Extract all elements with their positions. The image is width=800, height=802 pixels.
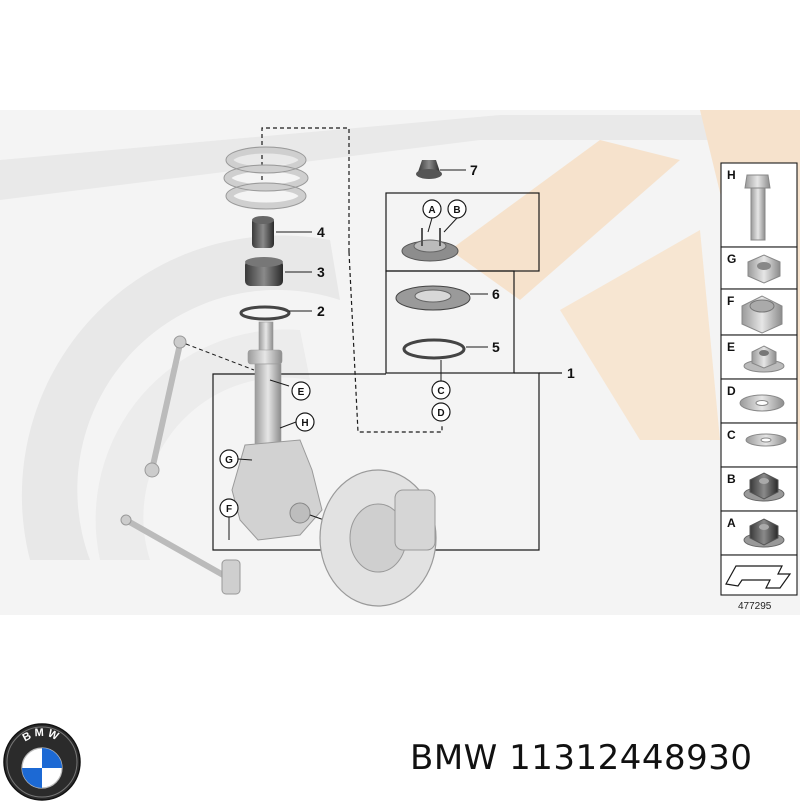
coil-spring-outline — [223, 146, 309, 210]
nut-f-icon — [741, 295, 783, 334]
part-label-5: 5 — [492, 339, 500, 355]
side-label-a: A — [727, 516, 736, 530]
nut-g-icon — [747, 254, 781, 284]
callout-h: H — [301, 418, 308, 429]
brand-name: BMW — [410, 738, 498, 778]
part-3-dust-cover — [245, 257, 312, 286]
side-label-b: B — [727, 472, 736, 486]
callout-e: E — [298, 387, 305, 398]
part-4-bump-stop — [252, 216, 312, 248]
washer-d-icon — [739, 394, 785, 412]
callout-a: A — [428, 205, 435, 216]
part-2-spring-pad — [239, 305, 312, 321]
part-label-7: 7 — [470, 162, 478, 178]
part-5-spring-pad — [402, 338, 488, 360]
logo-letters: BMW — [21, 727, 64, 745]
callout-g: G — [225, 455, 233, 466]
side-label-c: C — [727, 428, 736, 442]
part-label-4: 4 — [317, 224, 325, 240]
callout-leaders — [228, 217, 458, 540]
part-6-spring-seat — [395, 285, 488, 311]
tie-rod — [120, 514, 241, 595]
nut-a-icon — [743, 518, 785, 548]
washer-c-icon — [745, 433, 787, 447]
brand-part-number: BMW 11312448930 — [410, 738, 753, 778]
side-label-h: H — [727, 168, 736, 182]
part-label-1: 1 — [567, 365, 575, 381]
part-label-3: 3 — [317, 264, 325, 280]
side-label-d: D — [727, 384, 736, 398]
callout-b: B — [453, 205, 460, 216]
fastener-panel — [720, 162, 798, 596]
callout-c: C — [437, 386, 444, 397]
steering-knuckle — [231, 439, 328, 541]
side-label-f: F — [727, 294, 734, 308]
arrow-sign-icon — [725, 565, 792, 589]
brake-disc — [319, 469, 437, 607]
strut-body — [247, 321, 290, 455]
side-label-g: G — [727, 252, 736, 266]
part-label-6: 6 — [492, 286, 500, 302]
bmw-roundel-icon: BMW — [3, 723, 81, 801]
callout-f: F — [226, 504, 232, 515]
diagram-number: 477295 — [738, 601, 772, 612]
support-bearing — [401, 228, 459, 262]
callout-d: D — [437, 408, 444, 419]
part-7-top-nut — [416, 160, 466, 179]
part-number: 11312448930 — [509, 738, 753, 778]
nut-e-icon — [743, 345, 785, 373]
callout-circles — [219, 199, 467, 518]
bolt-h-icon — [744, 174, 771, 241]
part-label-2: 2 — [317, 303, 325, 319]
stabilizer-link — [144, 335, 255, 478]
nut-b-icon — [743, 472, 785, 502]
coil-spring — [224, 146, 308, 210]
side-label-e: E — [727, 340, 735, 354]
strut-dashed-frame — [261, 127, 443, 433]
